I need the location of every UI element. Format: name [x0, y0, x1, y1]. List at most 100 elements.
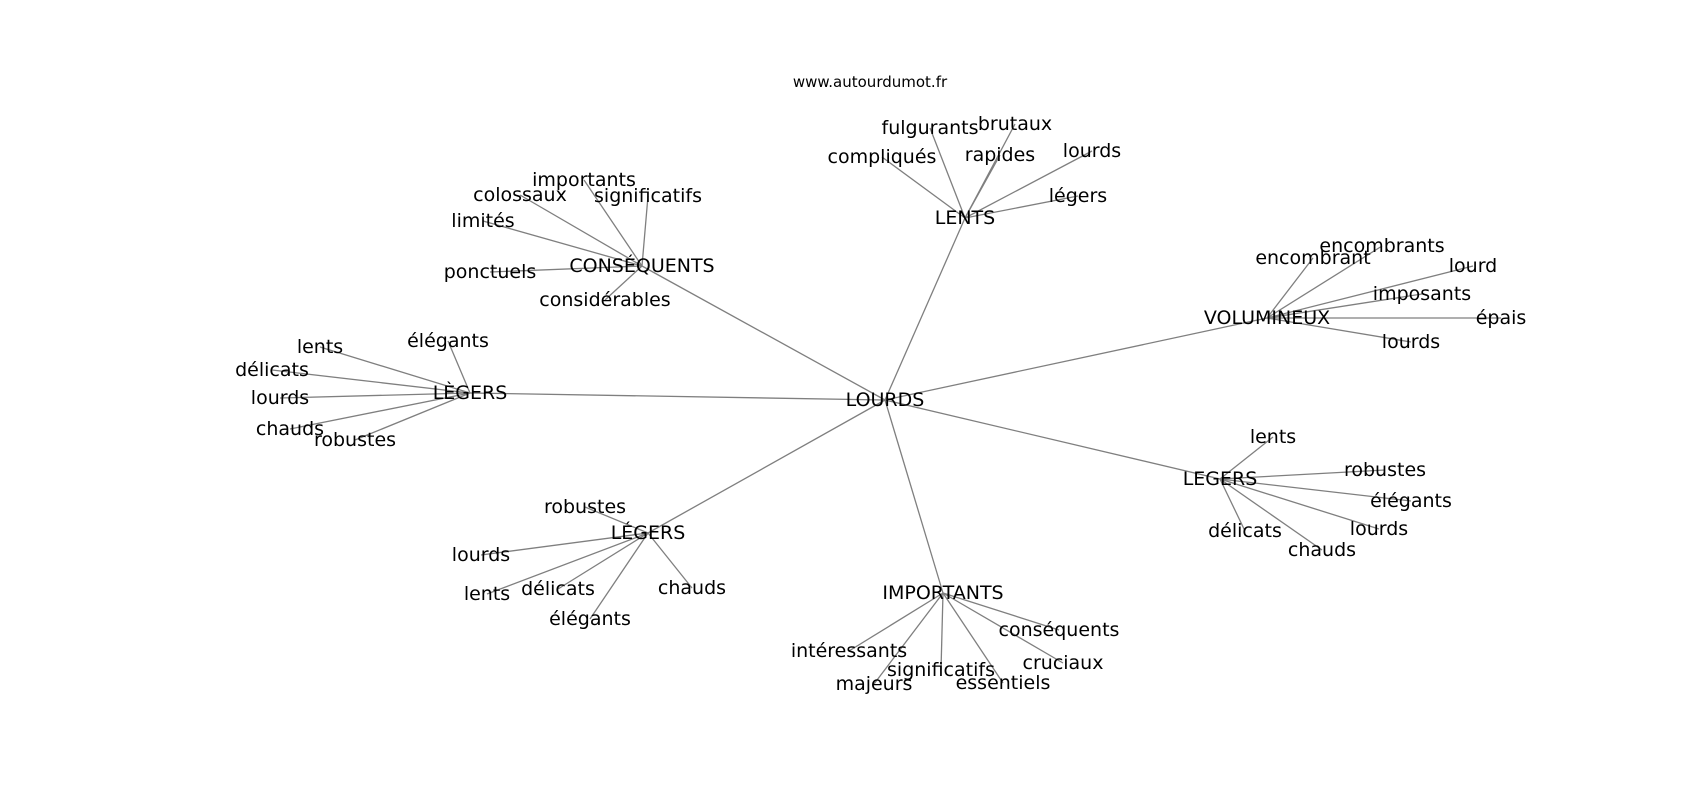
leaf-node-label: lents [464, 583, 510, 605]
edge-cluster-to-leaf [641, 195, 649, 267]
edge-cluster-to-leaf [271, 369, 471, 394]
edge-cluster-to-leaf [319, 346, 471, 394]
edge-cluster-to-leaf [942, 592, 1064, 664]
edge-cluster-to-leaf [964, 150, 1093, 219]
leaf-node-label: robustes [314, 429, 396, 451]
edge-cluster-to-leaf [583, 179, 643, 267]
cluster-node-label: CONSÉQUENTS [569, 254, 714, 277]
leaf-node-label: élégants [549, 608, 631, 630]
edge-cluster-to-leaf [1266, 245, 1383, 319]
leaf-node-label: encombrant [1255, 247, 1370, 269]
edge-cluster-to-leaf [1219, 469, 1386, 480]
leaf-node-label: significatifs [887, 659, 995, 681]
edge-root-to-cluster [884, 399, 1221, 480]
edge-cluster-to-leaf [589, 532, 649, 620]
edge-cluster-to-leaf [1266, 293, 1423, 319]
leaf-node-label: importants [532, 169, 636, 191]
leaf-node-label: compliqués [828, 146, 937, 168]
edge-cluster-to-leaf [486, 532, 649, 595]
edge-root-to-cluster [647, 399, 886, 534]
leaf-node-label: lourds [1350, 518, 1408, 540]
leaf-node-label: colossaux [473, 184, 567, 206]
edge-cluster-to-leaf [942, 592, 1004, 684]
edge-root-to-cluster [469, 392, 886, 401]
edge-cluster-to-leaf [289, 392, 471, 430]
leaf-node-label: conséquents [999, 619, 1120, 641]
edge-root-to-cluster [884, 317, 1268, 401]
leaf-node-label: imposants [1373, 283, 1471, 305]
leaf-node-label: majeurs [836, 673, 913, 695]
leaf-node-label: significatifs [594, 185, 702, 207]
leaf-node-label: fulgurants [882, 117, 979, 139]
edge-cluster-to-leaf [482, 220, 643, 267]
edge-cluster-to-leaf [647, 532, 693, 589]
leaf-node-label: chauds [256, 418, 324, 440]
edge-cluster-to-leaf [519, 194, 643, 267]
cluster-node-label: VOLUMINEUX [1204, 307, 1330, 329]
leaf-node-label: brutaux [978, 113, 1052, 135]
leaf-node-label: chauds [1288, 539, 1356, 561]
edge-cluster-to-leaf [964, 154, 1001, 219]
edge-root-to-cluster [884, 217, 966, 401]
leaf-node-label: délicats [1208, 520, 1282, 542]
leaf-node-label: légers [1049, 185, 1107, 207]
leaf-node-label: lourds [251, 387, 309, 409]
edge-cluster-to-leaf [480, 532, 649, 556]
cluster-node-label: LENTS [935, 207, 995, 229]
leaf-node-label: épais [1476, 307, 1527, 329]
leaf-node-label: élégants [407, 330, 489, 352]
edge-cluster-to-leaf [557, 532, 649, 590]
cluster-node-label: IMPORTANTS [882, 582, 1003, 604]
edge-cluster-to-leaf [1266, 257, 1314, 319]
leaf-node-label: limités [451, 210, 514, 232]
edge-cluster-to-leaf [279, 392, 471, 399]
edge-cluster-to-leaf [604, 265, 643, 301]
leaf-node-label: chauds [658, 577, 726, 599]
edge-cluster-to-leaf [1219, 478, 1323, 551]
site-caption: www.autourdumot.fr [793, 73, 948, 91]
leaf-node-label: lents [297, 336, 343, 358]
edge-cluster-to-leaf [881, 156, 966, 219]
leaf-node-label: considérables [539, 289, 670, 311]
edge-cluster-to-leaf [447, 340, 471, 394]
edge-cluster-to-leaf [1219, 478, 1380, 530]
leaf-node-label: ponctuels [444, 261, 537, 283]
edge-cluster-to-leaf [489, 265, 643, 273]
cluster-node-label: LEGERS [1183, 468, 1258, 490]
leaf-node-label: élégants [1370, 490, 1452, 512]
edge-cluster-to-leaf [1219, 478, 1412, 502]
edge-cluster-to-leaf [1266, 265, 1474, 319]
edge-cluster-to-leaf [964, 195, 1079, 219]
leaf-node-label: lourds [1063, 140, 1121, 162]
edge-cluster-to-leaf [1219, 478, 1246, 532]
leaf-node-label: lourd [1449, 255, 1497, 277]
edge-cluster-to-leaf [584, 506, 649, 534]
edge-cluster-to-leaf [929, 127, 966, 219]
edge-cluster-to-leaf [940, 592, 944, 671]
leaf-node-label: rapides [965, 144, 1035, 166]
leaf-node-label: délicats [235, 359, 309, 381]
root-node-label: LOURDS [846, 389, 925, 411]
leaf-node-label: intéressants [791, 640, 907, 662]
leaf-node-label: essentiels [956, 672, 1051, 694]
edge-root-to-cluster [641, 265, 886, 401]
leaf-node-label: lourds [452, 544, 510, 566]
edge-cluster-to-leaf [1266, 317, 1412, 343]
edge-cluster-to-leaf [848, 592, 944, 652]
leaf-node-label: encombrants [1319, 235, 1444, 257]
edge-cluster-to-leaf [354, 392, 471, 441]
cluster-node-label: LÉGERS [611, 521, 686, 544]
edge-cluster-to-leaf [942, 592, 1060, 631]
leaf-node-label: lents [1250, 426, 1296, 448]
graph-edges [271, 123, 1501, 685]
leaf-node-label: robustes [1344, 459, 1426, 481]
leaf-node-label: délicats [521, 578, 595, 600]
edge-cluster-to-leaf [1219, 436, 1274, 480]
graph-labels: www.autourdumot.fr LOURDS LENTS fulgurants… [235, 73, 1526, 695]
cluster-node-label: LÈGERS [433, 381, 508, 404]
edge-cluster-to-leaf [873, 592, 944, 685]
leaf-node-label: robustes [544, 496, 626, 518]
leaf-node-label: lourds [1382, 331, 1440, 353]
leaf-node-label: cruciaux [1023, 652, 1104, 674]
